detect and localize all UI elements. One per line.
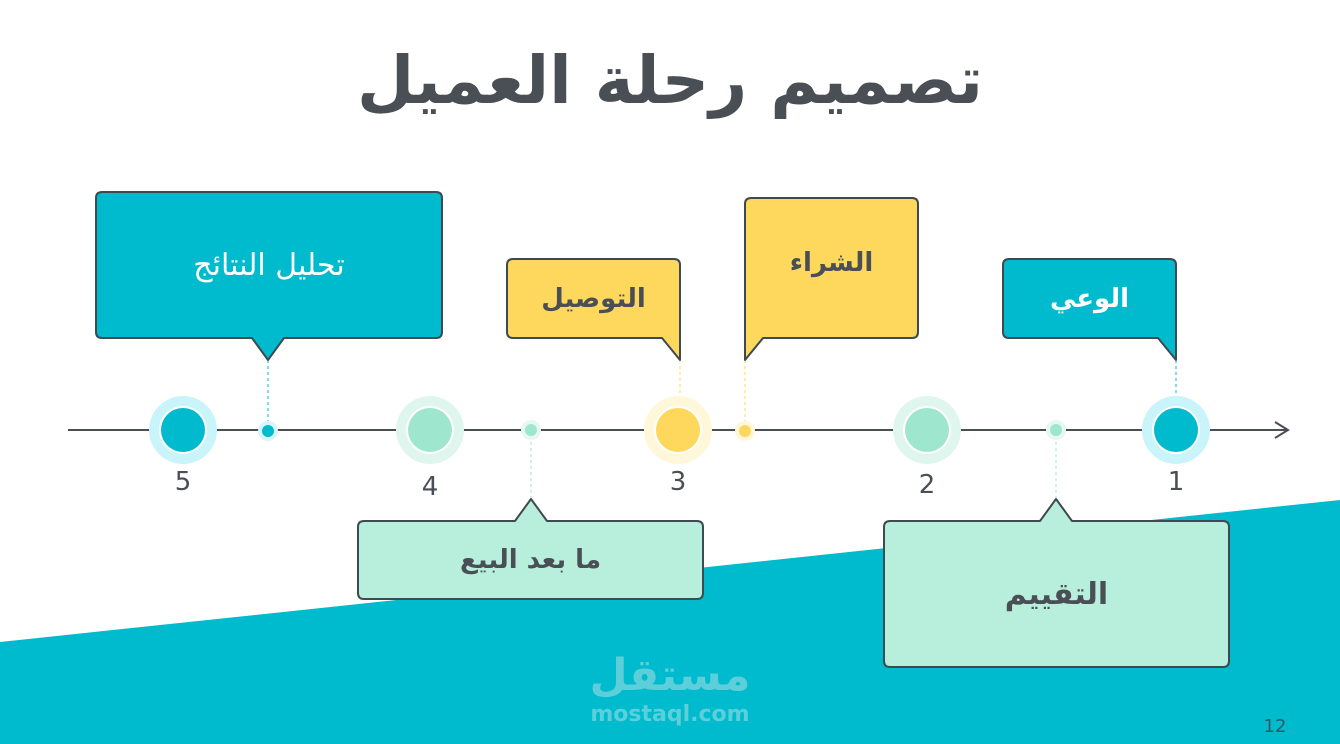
node-5	[149, 396, 217, 464]
callout-purchase	[744, 197, 919, 361]
page-title: تصميم رحلة العميل	[356, 42, 983, 119]
step-1-number: 1	[1167, 467, 1185, 497]
step-5-label: تحليل النتائج	[193, 247, 345, 283]
step-5-number: 5	[174, 467, 192, 497]
node-4	[396, 396, 464, 464]
node-3	[644, 396, 712, 464]
callout-awareness	[1002, 258, 1177, 361]
watermark-url: mostaql.com	[590, 702, 750, 727]
step-3-label: التوصيل	[541, 283, 646, 314]
node-1	[1142, 396, 1210, 464]
arrow-head-icon	[1274, 421, 1290, 439]
callout-delivery	[506, 258, 681, 361]
step-1-label: الوعي	[1049, 283, 1130, 314]
watermark-logo: مستقل	[589, 650, 751, 701]
step-3-number: 3	[669, 467, 687, 497]
step-4-label: ما بعد البيع	[459, 545, 602, 575]
step-4-number: 4	[421, 472, 439, 502]
node-2	[893, 396, 961, 464]
step-2-label: الشراء	[789, 248, 874, 278]
page-number: 12	[1263, 716, 1287, 737]
callout-after-sale	[357, 498, 704, 600]
evaluation-label: التقييم	[1004, 576, 1109, 612]
callout-evaluation	[883, 498, 1230, 668]
callout-results	[95, 191, 443, 361]
step-2-number: 2	[918, 470, 936, 500]
